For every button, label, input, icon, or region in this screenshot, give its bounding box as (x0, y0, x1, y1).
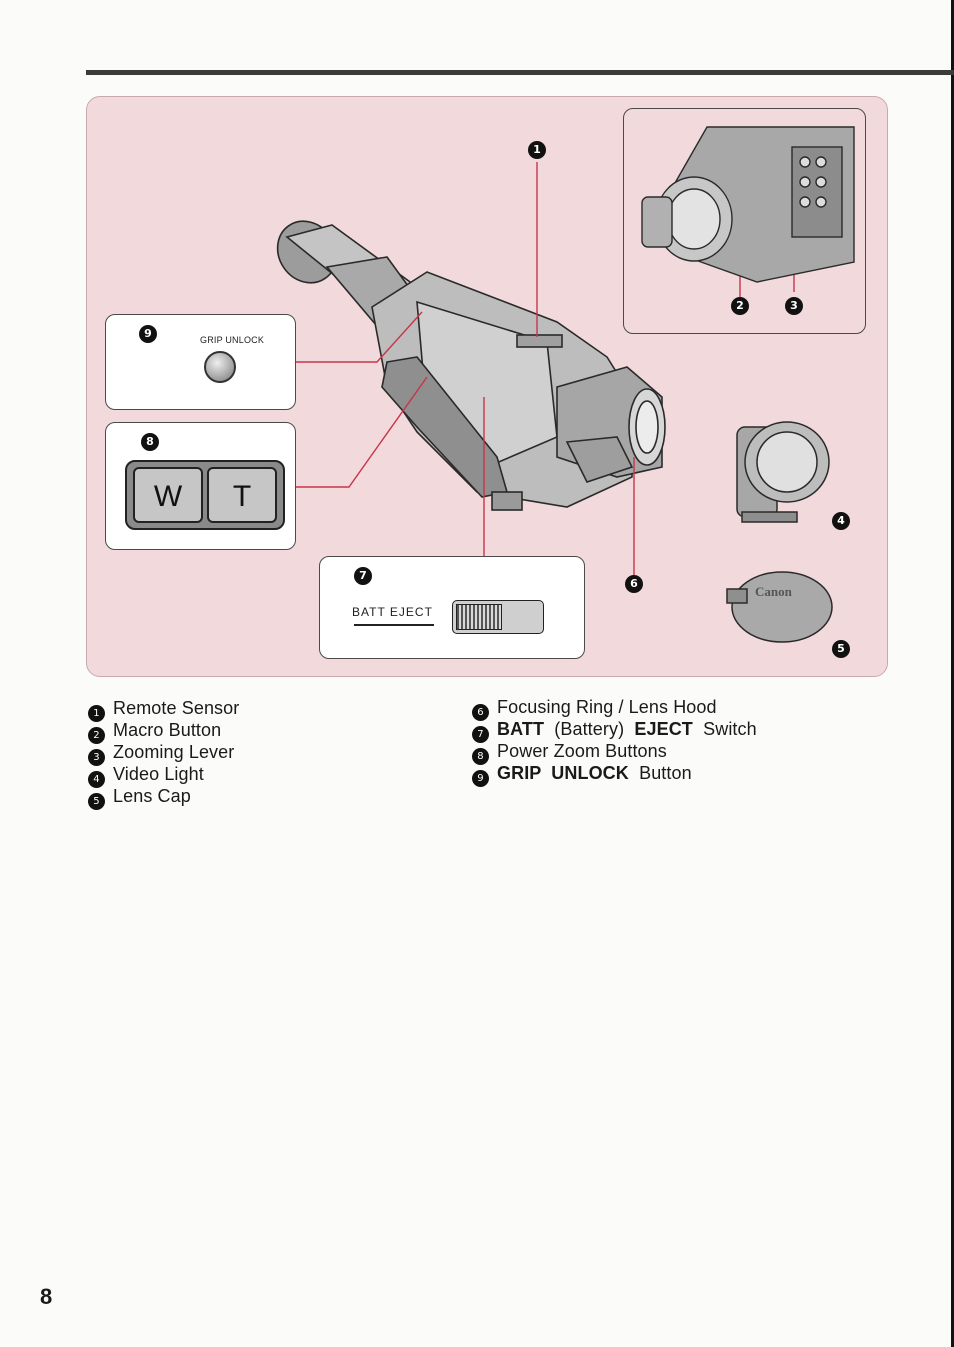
legend-text: Macro Button (113, 720, 222, 740)
legend-bullet: 2 (88, 727, 105, 744)
callout-6: 6 (625, 575, 643, 593)
batt-eject-switch[interactable] (452, 600, 544, 634)
legend-bullet: 1 (88, 705, 105, 722)
camcorder-illustration (276, 126, 855, 643)
callout-4: 4 (832, 512, 850, 530)
legend-bold: GRIP UNLOCK (497, 763, 629, 783)
batt-eject-knob[interactable] (456, 604, 502, 630)
batt-eject-label: BATT EJECT (352, 605, 433, 619)
legend-item-batt-eject-switch: 7 BATT (Battery) EJECT Switch (472, 719, 757, 743)
batt-eject-arrow (354, 624, 434, 626)
legend-text: Button (628, 763, 692, 783)
legend-bullet: 6 (472, 704, 489, 721)
legend-item-video-light: 4 Video Light (88, 764, 204, 788)
callout-1: 1 (528, 141, 546, 159)
callout-7: 7 (354, 567, 372, 585)
legend-item-zooming-lever: 3 Zooming Lever (88, 742, 234, 766)
video-light-illustration (736, 421, 830, 523)
legend-item-macro-button: 2 Macro Button (88, 720, 221, 744)
legend-item-grip-unlock-button: 9 GRIP UNLOCK Button (472, 763, 692, 787)
legend-bold: BATT (497, 719, 545, 739)
macro-zoom-inset (623, 108, 866, 334)
inset-camera-illustration (641, 126, 855, 283)
legend-bullet: 3 (88, 749, 105, 766)
legend-text: Focusing Ring / Lens Hood (497, 697, 717, 717)
legend-item-remote-sensor: 1 Remote Sensor (88, 698, 239, 722)
legend-bullet: 7 (472, 726, 489, 743)
legend-bold: EJECT (634, 719, 693, 739)
callout-2: 2 (731, 297, 749, 315)
page-number: 8 (40, 1284, 53, 1309)
power-zoom-panel: 8 W T (105, 422, 296, 550)
lens-cap-illustration (726, 571, 833, 643)
page-edge (951, 0, 954, 1347)
callout-8: 8 (141, 433, 159, 451)
callout-9: 9 (139, 325, 157, 343)
grip-unlock-label: GRIP UNLOCK (200, 335, 265, 345)
callout-5: 5 (832, 640, 850, 658)
header-rule (86, 70, 954, 75)
legend-item-focusing-ring: 6 Focusing Ring / Lens Hood (472, 697, 717, 721)
zoom-rocker: W T (125, 460, 285, 530)
legend-item-power-zoom-buttons: 8 Power Zoom Buttons (472, 741, 667, 765)
legend-bullet: 4 (88, 771, 105, 788)
camcorder-diagram: 1 2 3 4 5 6 Canon 9 GRIP UNLOCK 8 W T 7 … (86, 96, 888, 677)
legend-bullet: 9 (472, 770, 489, 787)
legend-bullet: 5 (88, 793, 105, 810)
legend-item-lens-cap: 5 Lens Cap (88, 786, 191, 810)
legend-text: Switch (692, 719, 757, 739)
batt-eject-panel: 7 BATT EJECT (319, 556, 585, 659)
grip-unlock-panel: 9 GRIP UNLOCK (105, 314, 296, 410)
legend-bullet: 8 (472, 748, 489, 765)
legend-text: Remote Sensor (113, 698, 240, 718)
zoom-tele-button[interactable]: T (207, 467, 277, 523)
legend-text: Video Light (113, 764, 204, 784)
zoom-wide-button[interactable]: W (133, 467, 203, 523)
legend-text: Lens Cap (113, 786, 191, 806)
lens-cap-logo: Canon (755, 584, 792, 599)
grip-unlock-button[interactable] (204, 351, 236, 383)
legend-text: (Battery) (544, 719, 635, 739)
legend-text: Zooming Lever (113, 742, 235, 762)
camcorder-body (276, 220, 666, 511)
legend-text: Power Zoom Buttons (497, 741, 667, 761)
callout-3: 3 (785, 297, 803, 315)
